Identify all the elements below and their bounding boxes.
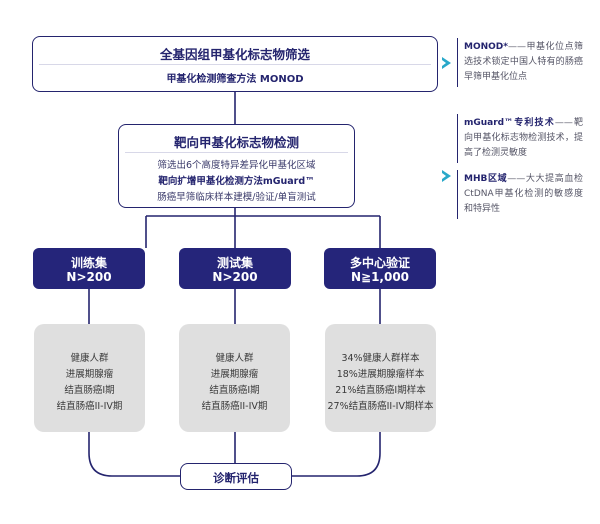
note-text: ——甲基化位点筛选技术锁定中国人特有的肠癌早筛甲基化位点 (464, 42, 583, 82)
cohort-details-multicenter: 34%健康人群样本 18%进展期腺瘤样本 21%结直肠癌I期样本 27%结直肠癌… (325, 324, 436, 432)
list-item: 21%结直肠癌I期样本 (335, 385, 426, 396)
cohort-details-test: 健康人群 进展期腺瘤 结直肠癌I期 结直肠癌II-IV期 (179, 324, 290, 432)
note-text: ——大大提高血检CtDNA甲基化检测的敏感度和特异性 (464, 174, 583, 214)
genome-screening-title: 全基因组甲基化标志物筛选 (159, 47, 310, 62)
list-item: 结直肠癌II-IV期 (201, 401, 268, 412)
targeted-detection-title: 靶向甲基化标志物检测 (173, 135, 299, 150)
list-item: 结直肠癌I期 (64, 385, 115, 396)
cohort-name: 训练集 (70, 256, 107, 270)
cohort-size: N≧1,000 (350, 270, 410, 284)
targeted-detection-line-3: 肠癌早筛临床样本建模/验证/单盲测试 (157, 192, 316, 203)
list-item: 结直肠癌II-IV期 (56, 401, 123, 412)
cohort-details-training: 健康人群 进展期腺瘤 结直肠癌I期 结直肠癌II-IV期 (34, 324, 145, 432)
note-heading: mGuard™专利技术 (464, 118, 555, 128)
arrow-right-icon (442, 170, 451, 182)
note-monod: MONOD*——甲基化位点筛选技术锁定中国人特有的肠癌早筛甲基化位点 (457, 38, 583, 87)
cohort-name: 测试集 (216, 256, 253, 270)
diagnostic-evaluation-label: 诊断评估 (213, 471, 259, 485)
note-mhb: MHB区域——大大提高血检CtDNA甲基化检测的敏感度和特异性 (457, 170, 583, 219)
list-item: 健康人群 (215, 353, 254, 364)
targeted-detection-box: 靶向甲基化标志物检测 筛选出6个高度特异差异化甲基化区域 靶向扩增甲基化检测方法… (118, 124, 355, 208)
cohort-size: N>200 (66, 270, 112, 284)
targeted-detection-line-1: 筛选出6个高度特异差异化甲基化区域 (157, 160, 316, 171)
divider (125, 152, 348, 153)
note-mguard: mGuard™专利技术——靶向甲基化标志物检测技术，提高了检测灵敏度 (457, 114, 583, 163)
genome-screening-subtitle: 甲基化检测筛查方法 MONOD (166, 74, 304, 85)
note-heading: MHB区域 (464, 174, 508, 184)
list-item: 18%进展期腺瘤样本 (336, 369, 425, 380)
list-item: 进展期腺瘤 (210, 369, 259, 380)
list-item: 34%健康人群样本 (341, 353, 420, 364)
cohort-size: N>200 (212, 270, 258, 284)
note-heading: MONOD* (464, 42, 508, 52)
arrow-right-icon (442, 57, 451, 69)
note-text: ——靶向甲基化标志物检测技术，提高了检测灵敏度 (464, 118, 583, 158)
list-item: 进展期腺瘤 (65, 369, 114, 380)
list-item: 结直肠癌I期 (209, 385, 260, 396)
divider (39, 64, 431, 65)
targeted-detection-line-2: 靶向扩增甲基化检测方法mGuard™ (158, 176, 315, 187)
cohort-header-multicenter: 多中心验证 N≧1,000 (324, 248, 436, 289)
diagnostic-evaluation-box: 诊断评估 (180, 463, 292, 490)
cohort-header-test: 测试集 N>200 (179, 248, 291, 289)
cohort-header-training: 训练集 N>200 (33, 248, 145, 289)
cohort-name: 多中心验证 (349, 256, 410, 270)
genome-screening-box: 全基因组甲基化标志物筛选 甲基化检测筛查方法 MONOD (32, 36, 438, 92)
list-item: 健康人群 (70, 353, 109, 364)
list-item: 27%结直肠癌II-IV期样本 (327, 401, 434, 412)
